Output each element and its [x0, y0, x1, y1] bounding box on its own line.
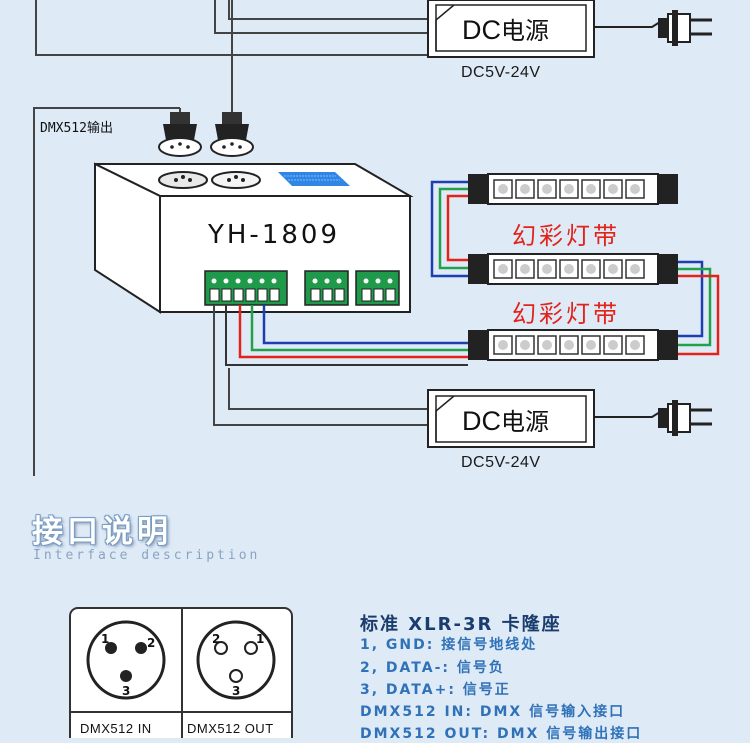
strip-label-2: 幻彩灯带 [512, 300, 620, 328]
dmx-output-label: DMX512输出 [40, 121, 113, 136]
controller-model: YH-1809 [208, 220, 340, 250]
pin-label-3-out: 3 [232, 684, 241, 698]
xlr-port-panel [69, 607, 293, 743]
dc-voltage-top: DC5V-24V [461, 64, 541, 81]
dc-name: 电源 [501, 17, 549, 45]
plug-icon-top [658, 10, 712, 46]
dc-voltage-bottom: DC5V-24V [461, 454, 541, 471]
xlr-item-2: 2, DATA-: 信号负 [360, 660, 505, 676]
port-out-label: DMX512 OUT [187, 721, 274, 736]
pin-label-2: 2 [147, 636, 156, 650]
dc-name: 电源 [501, 408, 549, 436]
terminal-block-signal [204, 270, 288, 306]
xlr-item-4: DMX512 IN: DMX 信号输入接口 [360, 704, 626, 720]
bottom-power-wires [213, 305, 428, 426]
led-strip-1 [468, 173, 678, 205]
led-strip-2 [468, 253, 678, 285]
strip-label-1: 幻彩灯带 [512, 222, 620, 250]
dc-supply-bottom-label: DC电源 [462, 402, 549, 437]
strip-link-wires-left [430, 180, 468, 278]
dc-power-supply-bottom [427, 389, 661, 448]
section-title: 接口说明 [32, 514, 172, 550]
dc-brand: DC [462, 406, 501, 436]
top-power-wires [214, 0, 428, 34]
xlr-item-3: 3, DATA+: 信号正 [360, 682, 511, 698]
pin-label-1-out: 1 [256, 632, 265, 646]
xlr-item-5: DMX512 OUT: DMX 信号输出接口 [360, 726, 643, 742]
dc-supply-top-label: DC电源 [462, 11, 549, 46]
plug-icon-bottom [658, 400, 712, 436]
dc-brand: DC [462, 15, 501, 45]
xlr-title: 标准 XLR-3R 卡隆座 [360, 614, 562, 635]
port-in-label: DMX512 IN [80, 721, 152, 736]
led-strip-3 [468, 329, 678, 361]
controller-box [94, 162, 414, 314]
pin-label-3: 3 [122, 684, 131, 698]
pin-label-1: 1 [101, 632, 110, 646]
terminal-block-2 [304, 270, 349, 306]
xlr-plug-icon-2 [210, 112, 254, 157]
xlr-plug-icon-1 [158, 112, 202, 157]
dmx-outer-line [33, 0, 428, 476]
section-subtitle: Interface description [33, 548, 261, 563]
dc-power-supply-top [427, 0, 661, 58]
xlr-item-1: 1, GND: 接信号地线处 [360, 637, 538, 653]
terminal-block-3 [355, 270, 400, 306]
pin-label-2-out: 2 [212, 632, 221, 646]
signal-wires-to-strip [225, 305, 468, 366]
strip-link-wires-right [678, 260, 720, 356]
